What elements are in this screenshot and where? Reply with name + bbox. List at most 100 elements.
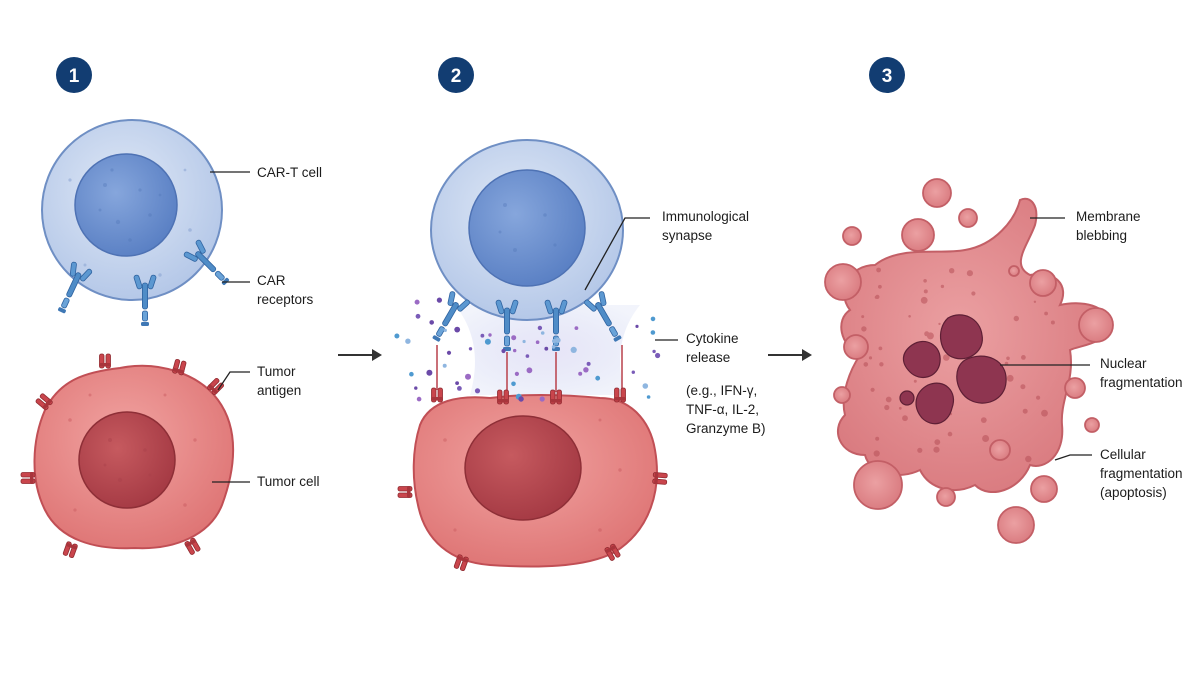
label-car-receptors: CAR receptors (222, 273, 314, 307)
cell-texture-dot (917, 447, 923, 453)
cell-texture-dot (947, 431, 953, 437)
cell-texture-dot (920, 296, 928, 304)
cell-texture-dot (1050, 320, 1055, 325)
cytokine-particle (635, 324, 639, 328)
cytokine-particle (646, 395, 651, 399)
cell-texture-dot (1033, 300, 1037, 303)
cytokine-particle (416, 396, 422, 402)
cell-texture-dot (863, 362, 869, 367)
cytokine-particle (586, 361, 591, 366)
cell-texture-dot (1025, 455, 1032, 463)
cytokine-particle (415, 313, 421, 319)
panel-2-synapse: Immunological synapse Cytokine release (… (394, 139, 766, 572)
cell-texture-dot (971, 291, 976, 296)
cell-texture-dot (1044, 311, 1048, 316)
tumor-cell (33, 364, 235, 550)
cell-texture-dot (933, 446, 940, 453)
cytokine-particle (429, 320, 435, 325)
tumor-cell-text: Tumor cell (257, 474, 320, 489)
step-badge-2: 2 (438, 57, 474, 93)
cell-texture-dot (870, 387, 875, 392)
cytokine-particle (465, 373, 471, 380)
cytokine-particle (631, 370, 635, 374)
cytokine-particle (539, 396, 545, 402)
cell-texture-dot (1021, 355, 1026, 360)
cytokine-particle (468, 347, 473, 351)
cell-texture-dot (1013, 315, 1019, 322)
cytokine-particle (436, 297, 442, 303)
car-receptors-line1: CAR (257, 273, 286, 288)
tumor-antigen-engaged-1 (430, 387, 444, 403)
cell-texture-dot (938, 322, 941, 326)
cytokine-particle (583, 367, 589, 373)
tumor-cell-engaged (412, 394, 658, 568)
cell-texture-dot (934, 439, 941, 445)
cytokine-particle (540, 331, 545, 335)
cell-texture-dot (898, 406, 902, 410)
car-receptors-line2: receptors (257, 292, 314, 307)
cell-texture-dot (873, 450, 880, 457)
cell-texture-dot (861, 326, 867, 332)
membrane-line1: Membrane (1076, 209, 1141, 224)
cell-texture-dot (913, 379, 917, 383)
cytokine-particle (455, 381, 459, 385)
cellular-line3: (apoptosis) (1100, 485, 1167, 500)
cytokine-particle (518, 396, 524, 402)
cell-texture-dot (940, 284, 945, 289)
label-nuclear-fragmentation: Nuclear fragmentation (1000, 356, 1183, 390)
cell-texture-dot (874, 295, 878, 299)
cytokine-line2: release (686, 350, 730, 365)
step-number-1: 1 (69, 66, 80, 87)
synapse-line1: Immunological (662, 209, 749, 224)
cytokine-particle (535, 340, 540, 345)
cytokine-particle (544, 346, 549, 351)
tumor-antigen-line2: antigen (257, 383, 301, 398)
cytokine-particle (574, 326, 579, 330)
cell-texture-dot (878, 346, 883, 351)
cytokine-particle (525, 354, 530, 358)
cytokine-particle (526, 367, 533, 374)
cytokine-particle (652, 349, 656, 354)
cytokine-particle (513, 348, 517, 353)
tumor-antigen-6 (61, 540, 79, 559)
cell-texture-dot (1036, 395, 1041, 400)
label-cellular-fragmentation: Cellular fragmentation (apoptosis) (1054, 447, 1183, 500)
car-t-cell (41, 119, 223, 301)
label-immunological-synapse: Immunological synapse (584, 209, 749, 291)
arrow-step-1-to-2 (338, 349, 382, 361)
cell-texture-dot (902, 415, 908, 422)
cell-texture-dot (1006, 356, 1010, 361)
nuclear-line2: fragmentation (1100, 375, 1183, 390)
cytokine-particle (501, 348, 506, 354)
cart-cell-text: CAR-T cell (257, 165, 322, 180)
cytokine-particle (443, 328, 447, 332)
cytokine-particle (409, 371, 414, 377)
panel-1-recognition: CAR-T cell CAR receptors Tumor antigen T… (20, 119, 322, 559)
receptor-antigen-pairs (397, 289, 668, 572)
cell-texture-dot (1020, 384, 1026, 390)
cytokine-particle (414, 299, 420, 305)
nuclear-line1: Nuclear (1100, 356, 1147, 371)
cytokine-particle (511, 335, 517, 341)
cytokine-particle (414, 386, 418, 390)
cytokine-particle (578, 371, 583, 376)
tumor-antigen-side-4 (651, 471, 668, 486)
cell-texture-dot (885, 396, 892, 403)
cell-texture-dot (876, 267, 881, 273)
label-tumor-cell: Tumor cell (212, 474, 320, 489)
synapse-line2: synapse (662, 228, 712, 243)
cytokine-particle (446, 350, 452, 355)
cytokine-example-3: Granzyme B) (686, 421, 766, 436)
membrane-line2: blebbing (1076, 228, 1127, 243)
tumor-antigen-2 (171, 358, 188, 376)
cytokine-particle (454, 326, 461, 333)
cytokine-particle (522, 339, 526, 344)
cytokine-example-2: TNF-α, IL-2, (686, 402, 759, 417)
cytokine-particle (650, 316, 656, 322)
label-tumor-antigen: Tumor antigen (217, 364, 301, 398)
step-badge-3: 3 (869, 57, 905, 93)
arrow-step-2-to-3 (768, 349, 812, 361)
cell-texture-dot (884, 404, 890, 411)
cytokine-particle (480, 333, 485, 338)
